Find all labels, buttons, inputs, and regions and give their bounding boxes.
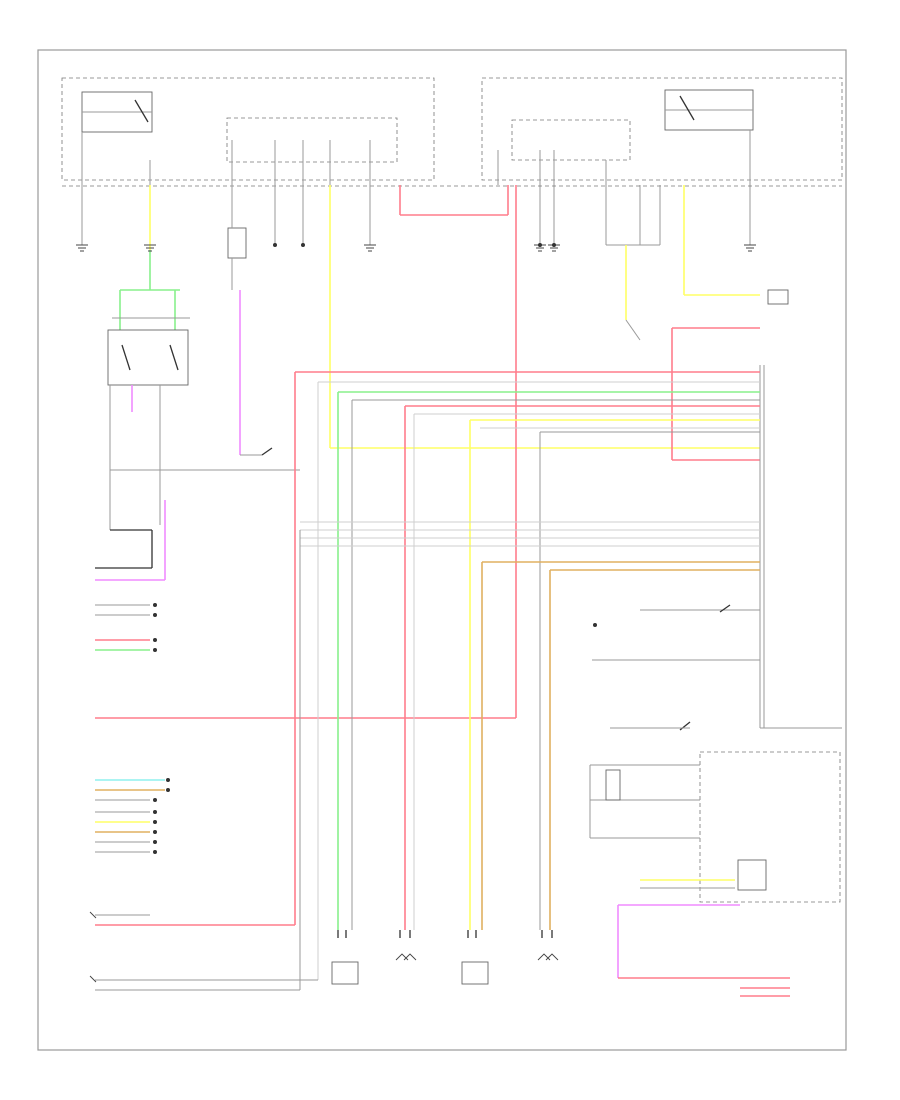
bottom-sensor-right-1: [461, 930, 489, 985]
top-left-module: [61, 77, 435, 185]
left-relay-block: [81, 185, 300, 581]
harness-wires: [95, 371, 760, 980]
top-right-module: [481, 77, 843, 245]
left-small-relay: [227, 185, 760, 456]
ecu-connector-column: [759, 365, 842, 729]
right-bottom-module: [589, 721, 841, 997]
diagram-frame: [37, 49, 847, 1051]
left-terminal-list-2: [95, 778, 170, 854]
top-right-wiring: [95, 185, 789, 719]
bottom-sensor-left-2: [395, 930, 417, 961]
bottom-sensor-left-1: [331, 930, 359, 985]
right-mid-components: [593, 604, 731, 801]
left-bottom-sensors: [89, 530, 318, 991]
left-terminal-list-1: [95, 603, 157, 652]
ground-symbols-top-left: [76, 243, 756, 252]
bottom-sensor-right-2: [537, 930, 559, 961]
